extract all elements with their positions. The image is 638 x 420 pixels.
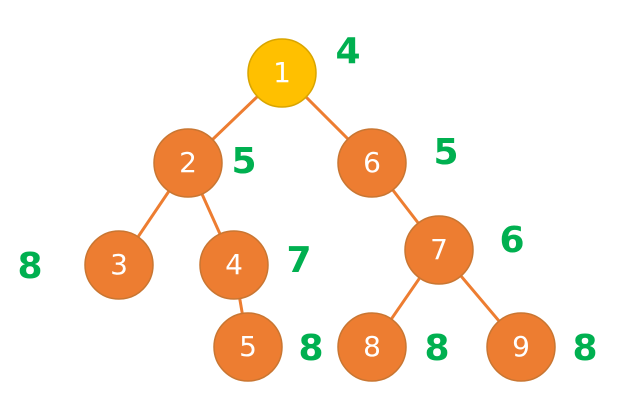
edges-layer: [117, 71, 523, 348]
node-label: 3: [110, 248, 128, 281]
node-label: 7: [430, 233, 448, 266]
node-label: 9: [512, 330, 530, 363]
node-label: 8: [363, 330, 381, 363]
node-4: 4: [199, 230, 269, 300]
node-circle: [337, 312, 407, 382]
node-5: 5: [213, 312, 283, 382]
node-9: 9: [486, 312, 556, 382]
node-circle: [486, 312, 556, 382]
node-2-weight: 5: [231, 141, 256, 182]
node-label: 2: [179, 146, 197, 179]
node-1-weight: 4: [335, 31, 360, 72]
node-7-weight: 6: [499, 220, 524, 261]
node-4-weight: 7: [286, 240, 311, 281]
node-label: 4: [225, 248, 243, 281]
node-circle: [84, 230, 154, 300]
node-6-weight: 5: [433, 132, 458, 173]
node-3: 3: [84, 230, 154, 300]
node-label: 6: [363, 146, 381, 179]
node-circle: [199, 230, 269, 300]
node-7: 7: [404, 215, 474, 285]
node-circle: [153, 128, 223, 198]
node-2: 2: [153, 128, 223, 198]
node-6: 6: [337, 128, 407, 198]
node-label: 5: [239, 330, 257, 363]
node-circle: [404, 215, 474, 285]
nodes-layer: 1 2 3 4 5 6 7 8 9: [84, 38, 556, 382]
node-circle: [337, 128, 407, 198]
node-circle: [213, 312, 283, 382]
root-node-circle: [247, 38, 317, 108]
node-3-weight: 8: [17, 246, 42, 287]
weights-layer: 4 5 8 7 8 5 6 8 8: [17, 31, 597, 369]
node-label: 1: [273, 56, 291, 89]
node-5-weight: 8: [298, 328, 323, 369]
node-8-weight: 8: [424, 328, 449, 369]
node-8: 8: [337, 312, 407, 382]
node-1: 1: [247, 38, 317, 108]
node-9-weight: 8: [572, 328, 597, 369]
